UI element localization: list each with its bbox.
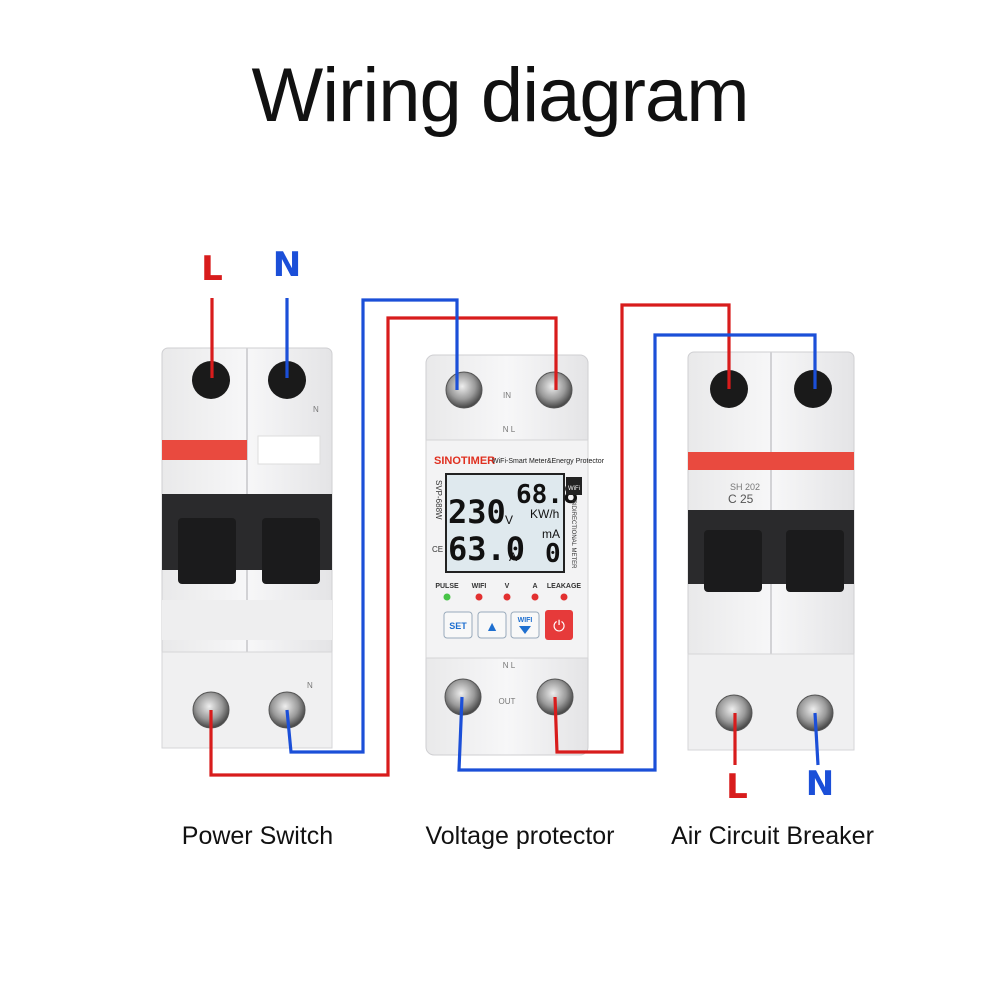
lcd-leakage-unit: mA (542, 527, 560, 541)
protector-model: SVP-688W (434, 480, 443, 520)
lcd-leakage: 0 (545, 539, 561, 569)
page-title: Wiring diagram (251, 53, 749, 138)
indicator-label-v: V (505, 583, 510, 590)
acb-red-band (688, 452, 854, 470)
power-switch-n-mark: N (313, 405, 319, 414)
lcd-current-unit: A (509, 550, 517, 564)
indicator-led-v (503, 593, 511, 601)
wires (209, 298, 820, 777)
indicator-led-leakage (560, 593, 568, 601)
label-output-live: L (726, 767, 748, 807)
indicator-label-wifi: WIFI (472, 583, 487, 590)
acb-model: SH 202 (730, 482, 760, 492)
lcd-current: 63.0 (448, 530, 525, 568)
lcd-energy-unit: KW/h (530, 507, 559, 521)
protector-top-terminal-labels: N L (503, 425, 516, 434)
protector-screw-top-n (445, 371, 483, 409)
air-circuit-breaker: SH 202 C 25 (687, 351, 855, 751)
caption-air-circuit-breaker: Air Circuit Breaker (671, 822, 874, 850)
indicator-label-leakage: LEAKAGE (547, 583, 582, 590)
power-icon: ⏻ (553, 617, 565, 635)
set-button-label: SET (449, 621, 467, 631)
power-switch-terminal-top-l (192, 361, 230, 399)
wire-protector-to-acb-neutral (457, 333, 817, 772)
indicator-label-a: A (532, 583, 537, 590)
power-switch-lever-left[interactable] (178, 518, 236, 584)
indicator-label-pulse: PULSE (435, 583, 459, 590)
label-input-neutral: N (273, 245, 301, 285)
protector-indicators: PULSE WIFI V A LEAKAGE (435, 583, 581, 601)
acb-terminal-top-n (794, 370, 832, 408)
caption-voltage-protector: Voltage protector (425, 822, 615, 850)
indicator-led-wifi (475, 593, 483, 601)
down-arrow-icon (519, 626, 531, 634)
acb-lever-left[interactable] (704, 530, 762, 592)
power-switch-label-window (257, 435, 321, 465)
protector-ce-mark: CE (432, 545, 443, 554)
protector-brand: SINOTIMER (434, 455, 495, 467)
protector-subtitle: WiFi-Smart Meter&Energy Protector (492, 458, 605, 465)
protector-in-marker: IN (503, 391, 511, 400)
wire-protector-to-acb-live (553, 303, 731, 754)
indicator-led-a (531, 593, 539, 601)
protector-out-marker: OUT (499, 697, 516, 706)
power-switch-terminal-top-n (268, 361, 306, 399)
lcd-voltage-unit: V (505, 513, 513, 527)
power-switch: N N (161, 347, 333, 749)
caption-power-switch: Power Switch (181, 822, 334, 850)
wire-switch-to-protector-live (209, 316, 558, 777)
wire-switch-to-protector-neutral (285, 298, 459, 754)
wire-output-neutral (813, 712, 820, 766)
protector-side-text: BIDIRECTIONAL METER (570, 500, 576, 569)
wifi-button-label: WIFI (518, 617, 533, 624)
label-input-live: L (201, 249, 223, 289)
up-button[interactable] (477, 611, 507, 639)
wifi-down-button[interactable] (510, 611, 540, 639)
power-button[interactable] (545, 610, 573, 640)
up-arrow-icon: ▲ (485, 618, 499, 634)
protector-screw-bottom-n (444, 678, 482, 716)
power-switch-red-band (162, 440, 247, 460)
protector-bottom-terminal-labels: N L (503, 661, 516, 670)
power-switch-n-mark-bottom: N (307, 681, 313, 690)
acb-rating: C 25 (728, 492, 754, 506)
acb-lever-right[interactable] (786, 530, 844, 592)
voltage-protector: IN N L SINOTIMER WiFi-Smart Meter&Energy… (425, 354, 605, 756)
power-switch-lever-right[interactable] (262, 518, 320, 584)
set-button[interactable] (443, 611, 473, 639)
indicator-led-pulse (443, 593, 451, 601)
protector-screw-top-l (535, 371, 573, 409)
lcd-voltage: 230 (448, 493, 506, 531)
label-output-neutral: N (806, 764, 834, 804)
protector-wifi-badge (566, 477, 582, 495)
protector-wifi-badge-text: WiFi (568, 486, 580, 492)
protector-lcd (445, 473, 565, 573)
